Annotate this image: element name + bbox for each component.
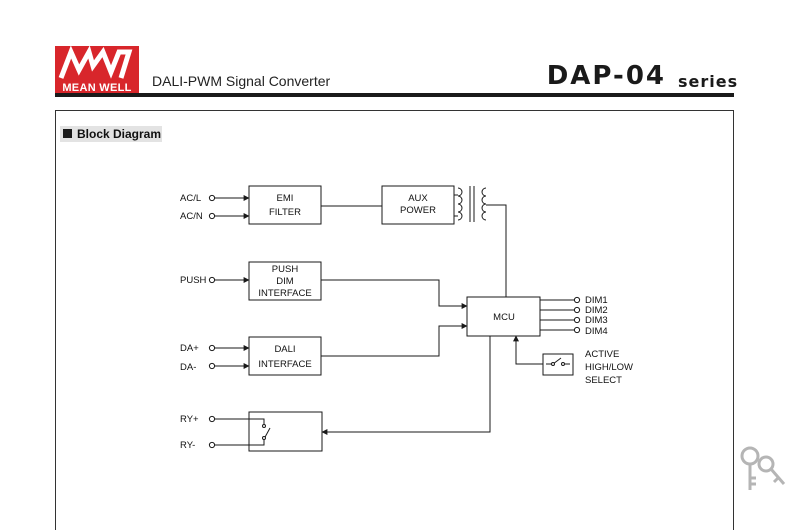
output-dim1-label: DIM1 bbox=[585, 295, 608, 306]
mcu-block bbox=[466, 296, 541, 337]
block-diagram: EMI FILTER AUX POWER PUSH DIM INTERFACE … bbox=[180, 185, 633, 452]
select-label-3: SELECT bbox=[585, 375, 622, 386]
model-name: DAP-04 bbox=[546, 61, 666, 91]
select-switch-block bbox=[542, 353, 574, 376]
key-icon[interactable] bbox=[738, 444, 788, 496]
select-switch-icon bbox=[546, 357, 570, 366]
aux-label-2: POWER bbox=[400, 205, 436, 216]
dali-interface-block bbox=[248, 336, 322, 376]
output-dim4-label: DIM4 bbox=[585, 326, 608, 337]
terminal-push-dot bbox=[208, 276, 216, 284]
terminal-push-label: PUSH bbox=[180, 275, 207, 286]
aux-power-block bbox=[381, 185, 455, 225]
push-label-2: DIM bbox=[276, 276, 294, 287]
document-subtitle: DALI-PWM Signal Converter bbox=[152, 73, 331, 89]
terminal-dam-label: DA- bbox=[180, 362, 196, 373]
output-dim4-dot bbox=[573, 326, 581, 334]
mcu-label: MCU bbox=[493, 312, 515, 323]
section-heading: Block Diagram bbox=[60, 126, 162, 142]
dali-label-2: INTERFACE bbox=[258, 359, 311, 370]
push-label-1: PUSH bbox=[272, 264, 299, 275]
output-dim3-label: DIM3 bbox=[585, 315, 608, 326]
relay-switch-icon bbox=[249, 418, 271, 446]
dali-label-1: DALI bbox=[274, 344, 295, 355]
logo-mw-mark bbox=[58, 46, 133, 79]
emi-label-1: EMI bbox=[277, 193, 294, 204]
section-title: Block Diagram bbox=[77, 127, 162, 141]
logo-text: MEAN WELL bbox=[62, 82, 132, 94]
terminal-dap-label: DA+ bbox=[180, 343, 199, 354]
output-dim2-dot bbox=[573, 306, 581, 314]
output-dim1-dot bbox=[573, 296, 581, 304]
output-dim2-label: DIM2 bbox=[585, 305, 608, 316]
emi-label-2: FILTER bbox=[269, 207, 301, 218]
terminal-ryp-dot bbox=[208, 415, 216, 423]
terminal-acn-dot bbox=[208, 212, 216, 220]
mean-well-logo: MEAN WELL bbox=[55, 46, 139, 96]
aux-label-1: AUX bbox=[408, 193, 428, 204]
terminal-acl-label: AC/L bbox=[180, 193, 201, 204]
series-label: series bbox=[678, 72, 739, 91]
terminal-acl-dot bbox=[208, 194, 216, 202]
bullet-square-icon bbox=[63, 129, 72, 138]
push-label-3: INTERFACE bbox=[258, 288, 311, 299]
terminal-ryp-label: RY+ bbox=[180, 414, 199, 425]
output-dim3-dot bbox=[573, 316, 581, 324]
header-rule bbox=[55, 93, 734, 97]
terminal-dap-dot bbox=[208, 344, 216, 352]
select-label-1: ACTIVE bbox=[585, 349, 619, 360]
content-frame bbox=[55, 110, 734, 530]
terminal-rym-dot bbox=[208, 441, 216, 449]
select-label-2: HIGH/LOW bbox=[585, 362, 633, 373]
terminal-dam-dot bbox=[208, 362, 216, 370]
emi-filter-block bbox=[248, 185, 322, 225]
terminal-rym-label: RY- bbox=[180, 440, 195, 451]
terminal-acn-label: AC/N bbox=[180, 211, 203, 222]
push-dim-block bbox=[248, 261, 322, 301]
